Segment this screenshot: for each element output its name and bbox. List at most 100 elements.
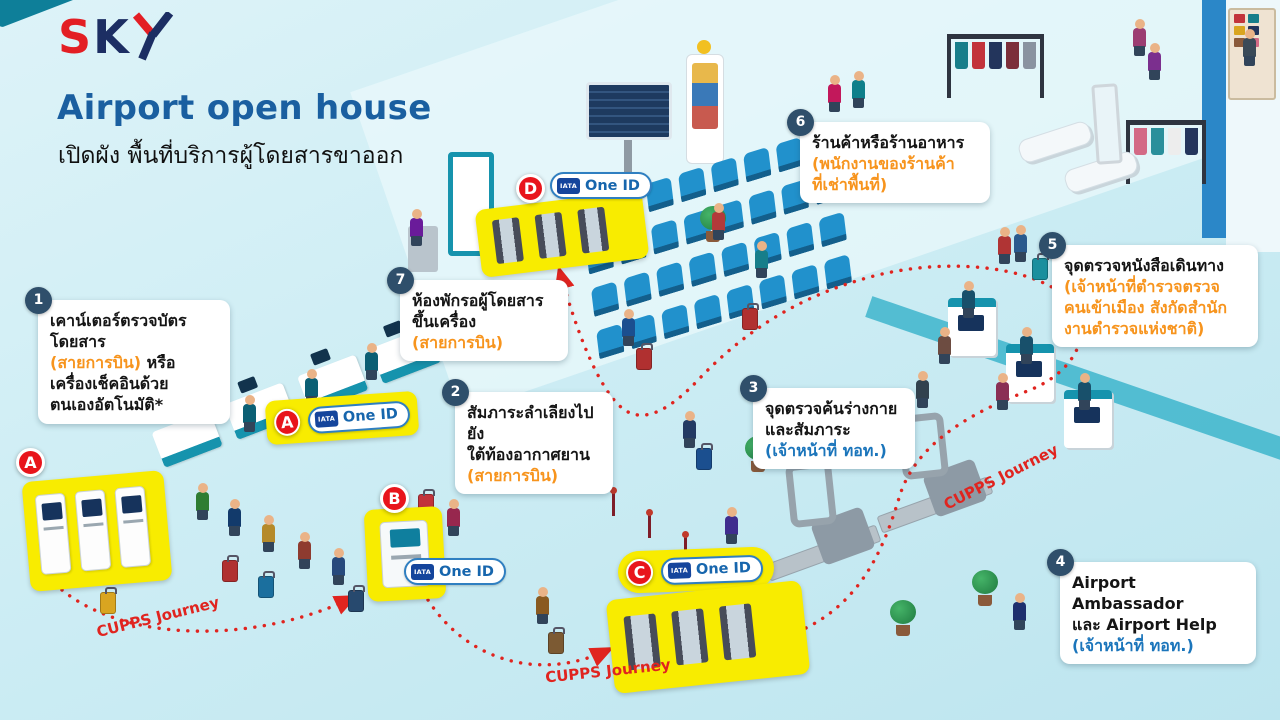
person-figure bbox=[725, 507, 738, 544]
potted-plant bbox=[890, 600, 916, 636]
callout-text: เคาน์เตอร์ตรวจบัตร bbox=[50, 311, 187, 330]
e-gate bbox=[671, 608, 709, 666]
shelf-item bbox=[1234, 38, 1245, 47]
cupps-path-b-to-c bbox=[426, 598, 615, 667]
seat bbox=[721, 241, 750, 278]
seat bbox=[748, 189, 777, 225]
callout-text: จุดตรวจหนังสือเดินทาง bbox=[1064, 256, 1224, 275]
callout-text: และสัมภาระ bbox=[765, 420, 851, 440]
iata-logo: IATA bbox=[667, 562, 692, 579]
seat bbox=[590, 281, 620, 317]
person-figure bbox=[962, 281, 975, 318]
person-figure bbox=[305, 369, 318, 406]
luggage bbox=[1032, 253, 1049, 280]
callout-text: สัมภาระลำเลียงไปยัง bbox=[467, 403, 594, 444]
garment bbox=[955, 42, 968, 69]
callout-number: 1 bbox=[25, 287, 52, 314]
garment bbox=[989, 42, 1002, 69]
person-figure bbox=[298, 532, 311, 569]
callout-number: 6 bbox=[787, 109, 814, 136]
one-id-label: One ID bbox=[342, 406, 399, 426]
person-figure bbox=[996, 373, 1009, 410]
fitting-mirror bbox=[1091, 83, 1123, 165]
marker-c: C bbox=[625, 558, 654, 586]
garment bbox=[1006, 42, 1019, 69]
callout-text: ใต้ท้องอากาศยาน bbox=[467, 445, 590, 465]
luggage bbox=[100, 587, 117, 614]
person-figure bbox=[228, 499, 241, 536]
seat bbox=[743, 146, 772, 183]
seat bbox=[786, 221, 815, 258]
page-subtitle: เปิดผัง พื้นที่บริการผู้โดยสารขาออก bbox=[58, 143, 404, 169]
callout-text-accent: (พนักงานของร้านค้า bbox=[812, 154, 955, 174]
marker-d: D bbox=[516, 174, 545, 203]
callout-text: (สายการบิน) หรือ bbox=[50, 352, 218, 373]
person-figure bbox=[712, 203, 725, 240]
person-figure bbox=[1148, 43, 1161, 80]
clothing-rack bbox=[947, 34, 1044, 98]
person-figure bbox=[1014, 225, 1027, 262]
seat bbox=[710, 156, 739, 193]
garment bbox=[1168, 128, 1181, 155]
self-checkin-kiosk bbox=[74, 489, 112, 572]
iata-logo: IATA bbox=[314, 410, 339, 428]
seat bbox=[655, 261, 685, 298]
iata-logo: IATA bbox=[557, 177, 580, 194]
garment bbox=[1134, 128, 1147, 155]
callout-text-accent: งานตำรวจแห่งชาติ) bbox=[1064, 319, 1205, 339]
garment bbox=[1023, 42, 1036, 69]
seat bbox=[693, 293, 723, 330]
bagdrop-zone-b bbox=[363, 506, 447, 602]
seat bbox=[661, 303, 690, 340]
luggage bbox=[696, 443, 713, 470]
person-figure bbox=[332, 548, 345, 585]
iata-logo: IATA bbox=[411, 563, 434, 580]
person-figure bbox=[1013, 593, 1026, 630]
callout-text: ขึ้นเครื่อง bbox=[412, 312, 477, 332]
callout-text: Airport Ambassador bbox=[1072, 573, 1184, 614]
self-checkin-kiosk bbox=[114, 485, 152, 569]
flight-info-board bbox=[586, 82, 672, 140]
sky-logo: S K bbox=[58, 10, 174, 64]
callout-baggage-handling: 2 สัมภาระลำเลียงไปยัง ใต้ท้องอากาศยาน (ส… bbox=[442, 379, 613, 495]
callout-number: 7 bbox=[387, 267, 414, 294]
luggage bbox=[222, 555, 239, 582]
garment bbox=[972, 42, 985, 69]
shelf-item bbox=[1248, 14, 1259, 23]
one-id-badge: IATA One ID bbox=[404, 558, 506, 585]
callout-checkin-counter: 1 เคาน์เตอร์ตรวจบัตร โดยสาร (สายการบิน) … bbox=[25, 287, 230, 424]
luggage bbox=[742, 303, 759, 330]
callout-text-accent: (สายการบิน) bbox=[467, 466, 559, 486]
callout-number: 2 bbox=[442, 379, 469, 406]
person-figure bbox=[852, 71, 865, 108]
sky-logo-k: K bbox=[93, 10, 130, 64]
seat bbox=[623, 271, 652, 308]
person-figure bbox=[1243, 29, 1256, 66]
queue-post bbox=[610, 487, 617, 516]
callout-text: ตนเองอัตโนมัติ* bbox=[50, 395, 164, 415]
callout-passport-control: 5 จุดตรวจหนังสือเดินทาง (เจ้าหน้าที่ตำรว… bbox=[1039, 232, 1258, 348]
luggage bbox=[548, 627, 565, 654]
metal-detector-gate bbox=[784, 459, 838, 529]
one-id-label: One ID bbox=[439, 563, 494, 580]
callout-text: ร้านค้าหรือร้านอาหาร bbox=[812, 133, 965, 152]
callout-text: หรือ bbox=[141, 353, 176, 373]
self-checkin-kiosk bbox=[34, 492, 72, 575]
queue-post bbox=[646, 509, 653, 538]
marker-a: A bbox=[16, 448, 45, 477]
seat bbox=[758, 273, 788, 310]
callout-text: โดยสาร bbox=[50, 332, 106, 352]
callout-text: และ Airport Help bbox=[1072, 615, 1217, 635]
callout-security-check: 3 จุดตรวจค้นร่างกาย และสัมภาระ (เจ้าหน้า… bbox=[740, 375, 915, 470]
seat bbox=[688, 251, 717, 288]
marker-a: A bbox=[273, 407, 302, 437]
person-figure bbox=[938, 327, 951, 364]
clothing-rack bbox=[1126, 120, 1206, 184]
one-id-badge: IATA One ID bbox=[550, 172, 652, 199]
sky-logo-s: S bbox=[58, 10, 93, 64]
seat bbox=[650, 218, 680, 255]
callout-text: เครื่องเช็คอินด้วย bbox=[50, 374, 169, 394]
person-figure bbox=[998, 227, 1011, 264]
person-figure bbox=[1020, 327, 1033, 364]
one-id-label: One ID bbox=[585, 177, 640, 194]
